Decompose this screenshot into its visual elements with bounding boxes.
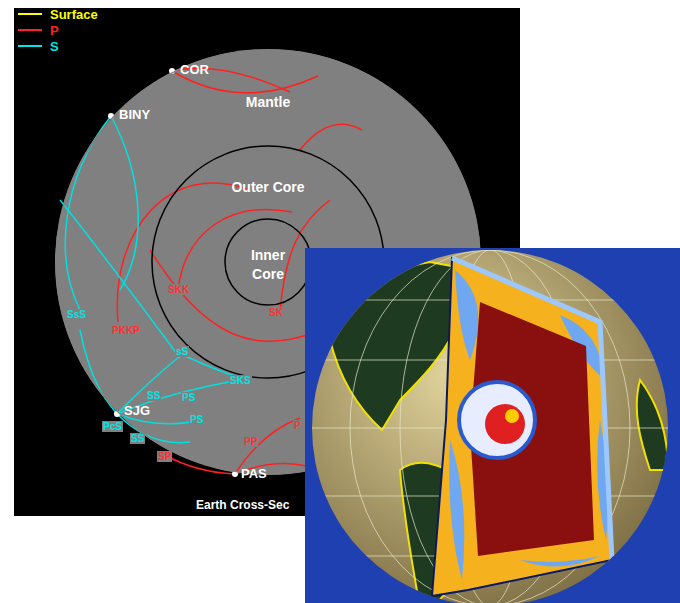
legend: SurfacePS	[18, 6, 98, 54]
phase-label: SS	[130, 433, 145, 444]
phase-label: P	[293, 420, 302, 431]
region-label: Inner Core	[241, 246, 295, 284]
phase-label: SS	[146, 390, 161, 401]
station-label: SJG	[124, 404, 150, 418]
legend-line-sample	[18, 25, 42, 35]
legend-text: P	[50, 23, 59, 38]
legend-text: S	[50, 39, 59, 54]
phase-label: PP	[243, 436, 258, 447]
phase-label: sS	[175, 346, 189, 357]
phase-label: PKKP	[111, 325, 141, 336]
phase-label: SP	[157, 451, 172, 462]
phase-label: SK	[268, 307, 284, 318]
station-label: BINY	[119, 108, 150, 122]
inner-core-circle: Inner Core	[224, 218, 312, 306]
station-label: COR	[180, 63, 209, 77]
phase-label: PcS	[102, 421, 123, 432]
phase-label: SKS	[229, 375, 252, 386]
region-label: Outer Core	[203, 178, 333, 197]
phase-label: PS	[189, 414, 204, 425]
phase-label: SKK	[167, 284, 190, 295]
phase-label: PS	[181, 392, 196, 403]
legend-line-sample	[18, 9, 42, 19]
station-label: PAS	[241, 467, 267, 481]
figure-caption: Earth Cross-Sec	[196, 499, 289, 512]
legend-row: S	[18, 38, 98, 54]
legend-line-sample	[18, 41, 42, 51]
phase-label: SsS	[66, 309, 87, 320]
legend-text: Surface	[50, 7, 98, 22]
legend-row: P	[18, 22, 98, 38]
region-label: Mantle	[203, 93, 333, 112]
legend-row: Surface	[18, 6, 98, 22]
